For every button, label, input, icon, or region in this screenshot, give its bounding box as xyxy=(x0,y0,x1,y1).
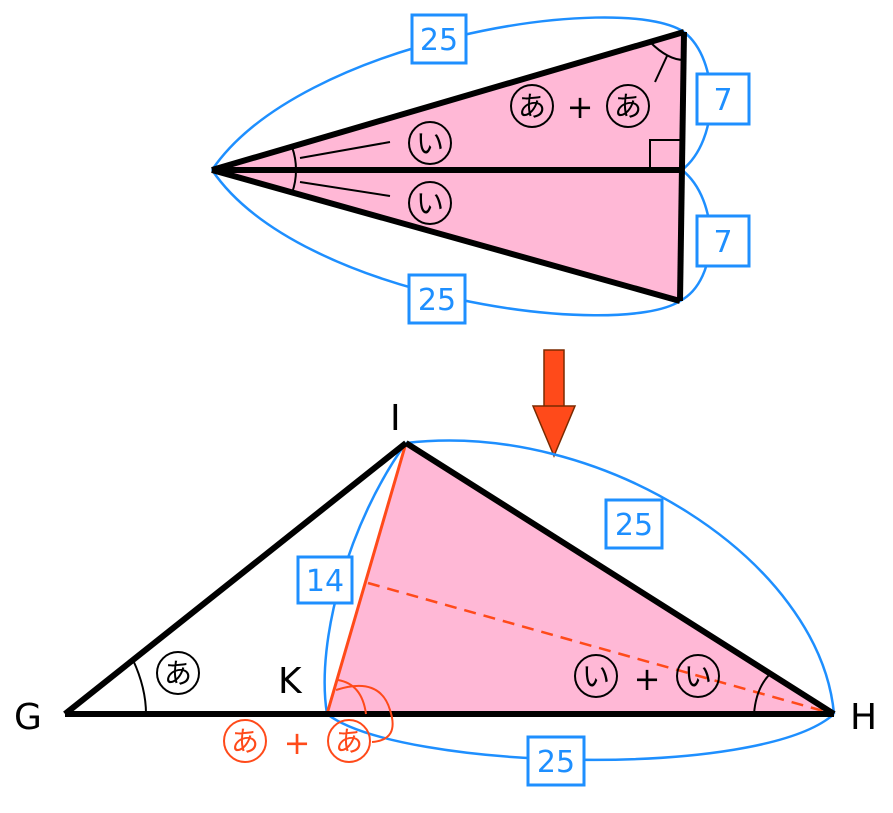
vertex-label-K: K xyxy=(278,661,303,702)
length-text: 7 xyxy=(713,225,732,260)
mark-text: い xyxy=(416,187,444,220)
angle-arc-G xyxy=(132,659,147,715)
plus-sign: + xyxy=(284,724,311,762)
length-text: 25 xyxy=(420,23,458,58)
plus-sign: + xyxy=(567,88,594,126)
angle-arc-K-outer xyxy=(335,685,394,743)
top-pointer-right xyxy=(654,55,668,83)
length-label-IH: 25 xyxy=(604,498,664,550)
top-angle-arc-upper xyxy=(291,146,297,171)
down-arrow xyxy=(531,349,577,458)
length-text: 14 xyxy=(306,564,344,599)
top-edge-right xyxy=(677,31,687,302)
length-label-IK: 14 xyxy=(296,555,354,605)
dashed-line xyxy=(367,581,835,716)
length-label-top-lower: 25 xyxy=(407,273,467,325)
top-angle-arc-right xyxy=(649,41,685,61)
length-label-KH: 25 xyxy=(526,735,586,787)
top-edge-upper xyxy=(211,29,685,173)
top-mark-right-sum: あ + あ xyxy=(510,84,650,128)
top-edge-lower xyxy=(211,167,681,304)
mark-text: あ xyxy=(335,725,363,758)
length-text: 7 xyxy=(713,83,732,118)
length-label-top-short-upper: 7 xyxy=(695,72,751,126)
mark-text: あ xyxy=(614,90,642,123)
bottom-figure: G H I K あ い + い あ + あ 25 14 xyxy=(14,398,877,787)
vertex-label-H: H xyxy=(850,697,877,738)
length-text: 25 xyxy=(418,283,456,318)
angle-arc-K-inner xyxy=(337,679,367,715)
vertex-label-I: I xyxy=(390,398,401,439)
mark-text: い xyxy=(582,660,610,693)
edge-GI xyxy=(63,440,408,717)
length-label-top-upper: 25 xyxy=(410,13,468,65)
top-mark-upper-i: い xyxy=(408,121,452,165)
mark-text: あ xyxy=(231,725,259,758)
length-label-top-short-lower: 7 xyxy=(695,214,751,268)
mark-text: あ xyxy=(518,90,546,123)
mark-angle-K: あ + あ xyxy=(223,719,371,763)
length-text: 25 xyxy=(615,508,653,543)
bottom-triangle-fill xyxy=(327,443,834,714)
top-kite-fill xyxy=(212,32,684,301)
top-mark-lower-i: い xyxy=(408,181,452,225)
top-angle-arc-lower xyxy=(291,169,297,194)
top-pointer-upper xyxy=(299,141,391,159)
angle-arc-H xyxy=(753,673,771,715)
edge-IH xyxy=(404,440,836,717)
top-figure: い い あ + あ 25 7 7 25 xyxy=(210,13,751,325)
mark-text: い xyxy=(684,660,712,693)
plus-sign: + xyxy=(634,660,661,698)
mark-angle-H: い + い xyxy=(574,654,720,698)
mark-angle-G: あ xyxy=(156,651,200,695)
mark-text: あ xyxy=(164,657,192,690)
bottom-arc-IH xyxy=(405,439,836,715)
vertex-label-G: G xyxy=(14,697,42,738)
length-text: 25 xyxy=(537,745,575,780)
mark-text: い xyxy=(416,127,444,160)
segment-IK xyxy=(325,442,408,715)
top-pointer-lower xyxy=(299,181,391,197)
right-angle-mark xyxy=(649,139,682,170)
